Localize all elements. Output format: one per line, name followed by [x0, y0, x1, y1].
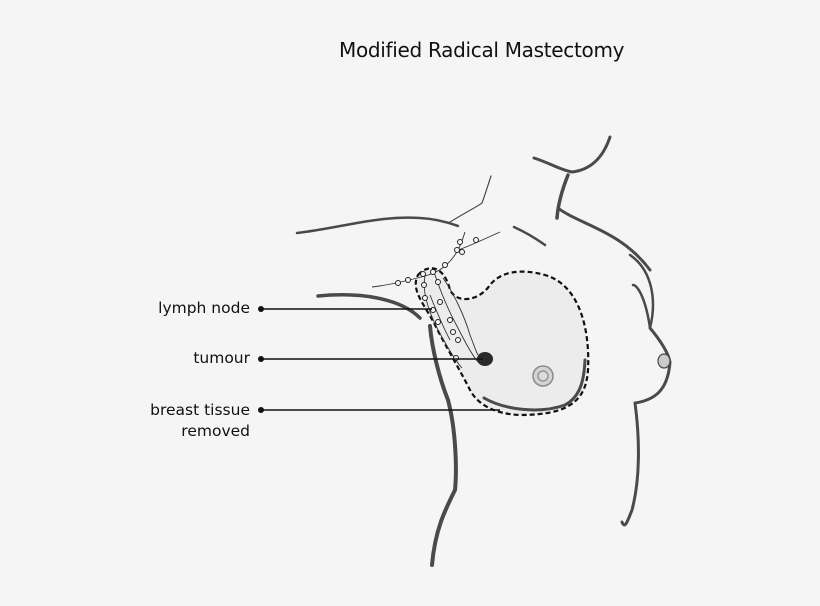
leader-dot-breast-tissue [258, 407, 264, 413]
label-lymph-node: lymph node [158, 299, 250, 317]
shoulder-line [295, 216, 460, 235]
neck-line [449, 175, 492, 223]
neck-front-line [555, 173, 570, 220]
label-breast-tissue-line1: breast tissue [150, 401, 250, 419]
label-breast-tissue-line2: removed [181, 422, 250, 440]
arm-upper-line [316, 293, 422, 320]
clavicle-left [512, 225, 547, 247]
jaw-line [532, 135, 612, 174]
leader-dot-tumour [258, 356, 264, 362]
leader-dot-lymph-node [258, 306, 264, 312]
tumour [477, 352, 493, 366]
label-breast-tissue-removed: breast tissue removed [150, 400, 250, 442]
left-torso-side [428, 324, 458, 567]
body-outline [295, 135, 672, 567]
label-tumour: tumour [193, 349, 250, 367]
clavicle-line [556, 206, 652, 272]
right-torso-side [620, 401, 640, 527]
breast-tissue-removed-region [415, 268, 589, 415]
right-breast-profile [628, 253, 655, 329]
diagram-title: Modified Radical Mastectomy [339, 38, 625, 62]
lymph-nodes [395, 237, 479, 361]
leader-lines [258, 306, 500, 413]
breast-lower-contour [482, 358, 587, 412]
nipple [537, 370, 549, 382]
right-nipple [657, 353, 671, 369]
excision-dashed-outline [414, 267, 590, 417]
